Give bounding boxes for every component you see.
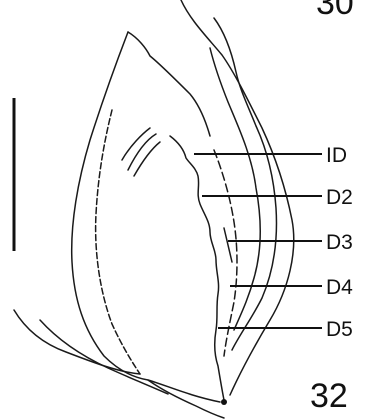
label-id: ID	[326, 144, 347, 167]
d3-marker-stroke	[224, 228, 232, 262]
bottom-convergence	[148, 380, 224, 418]
left-lobe-outline	[72, 32, 220, 402]
label-d2: D2	[326, 186, 353, 209]
label-d3: D3	[326, 231, 353, 254]
striation-2	[128, 134, 156, 170]
inner-wavy-edge	[170, 136, 224, 400]
label-d4: D4	[326, 276, 353, 299]
inner-sheath-line	[210, 48, 260, 330]
striation-3	[134, 142, 160, 176]
inner-dashed-line	[214, 150, 237, 356]
left-lobe-crest	[128, 32, 210, 136]
label-d5: D5	[326, 318, 353, 341]
figure-number-bottom: 32	[310, 377, 348, 415]
basal-node	[221, 399, 227, 405]
left-lobe-inner-curve	[96, 110, 140, 374]
outer-sheath-line-2	[214, 18, 276, 350]
figure-number-top: 30	[316, 0, 354, 22]
